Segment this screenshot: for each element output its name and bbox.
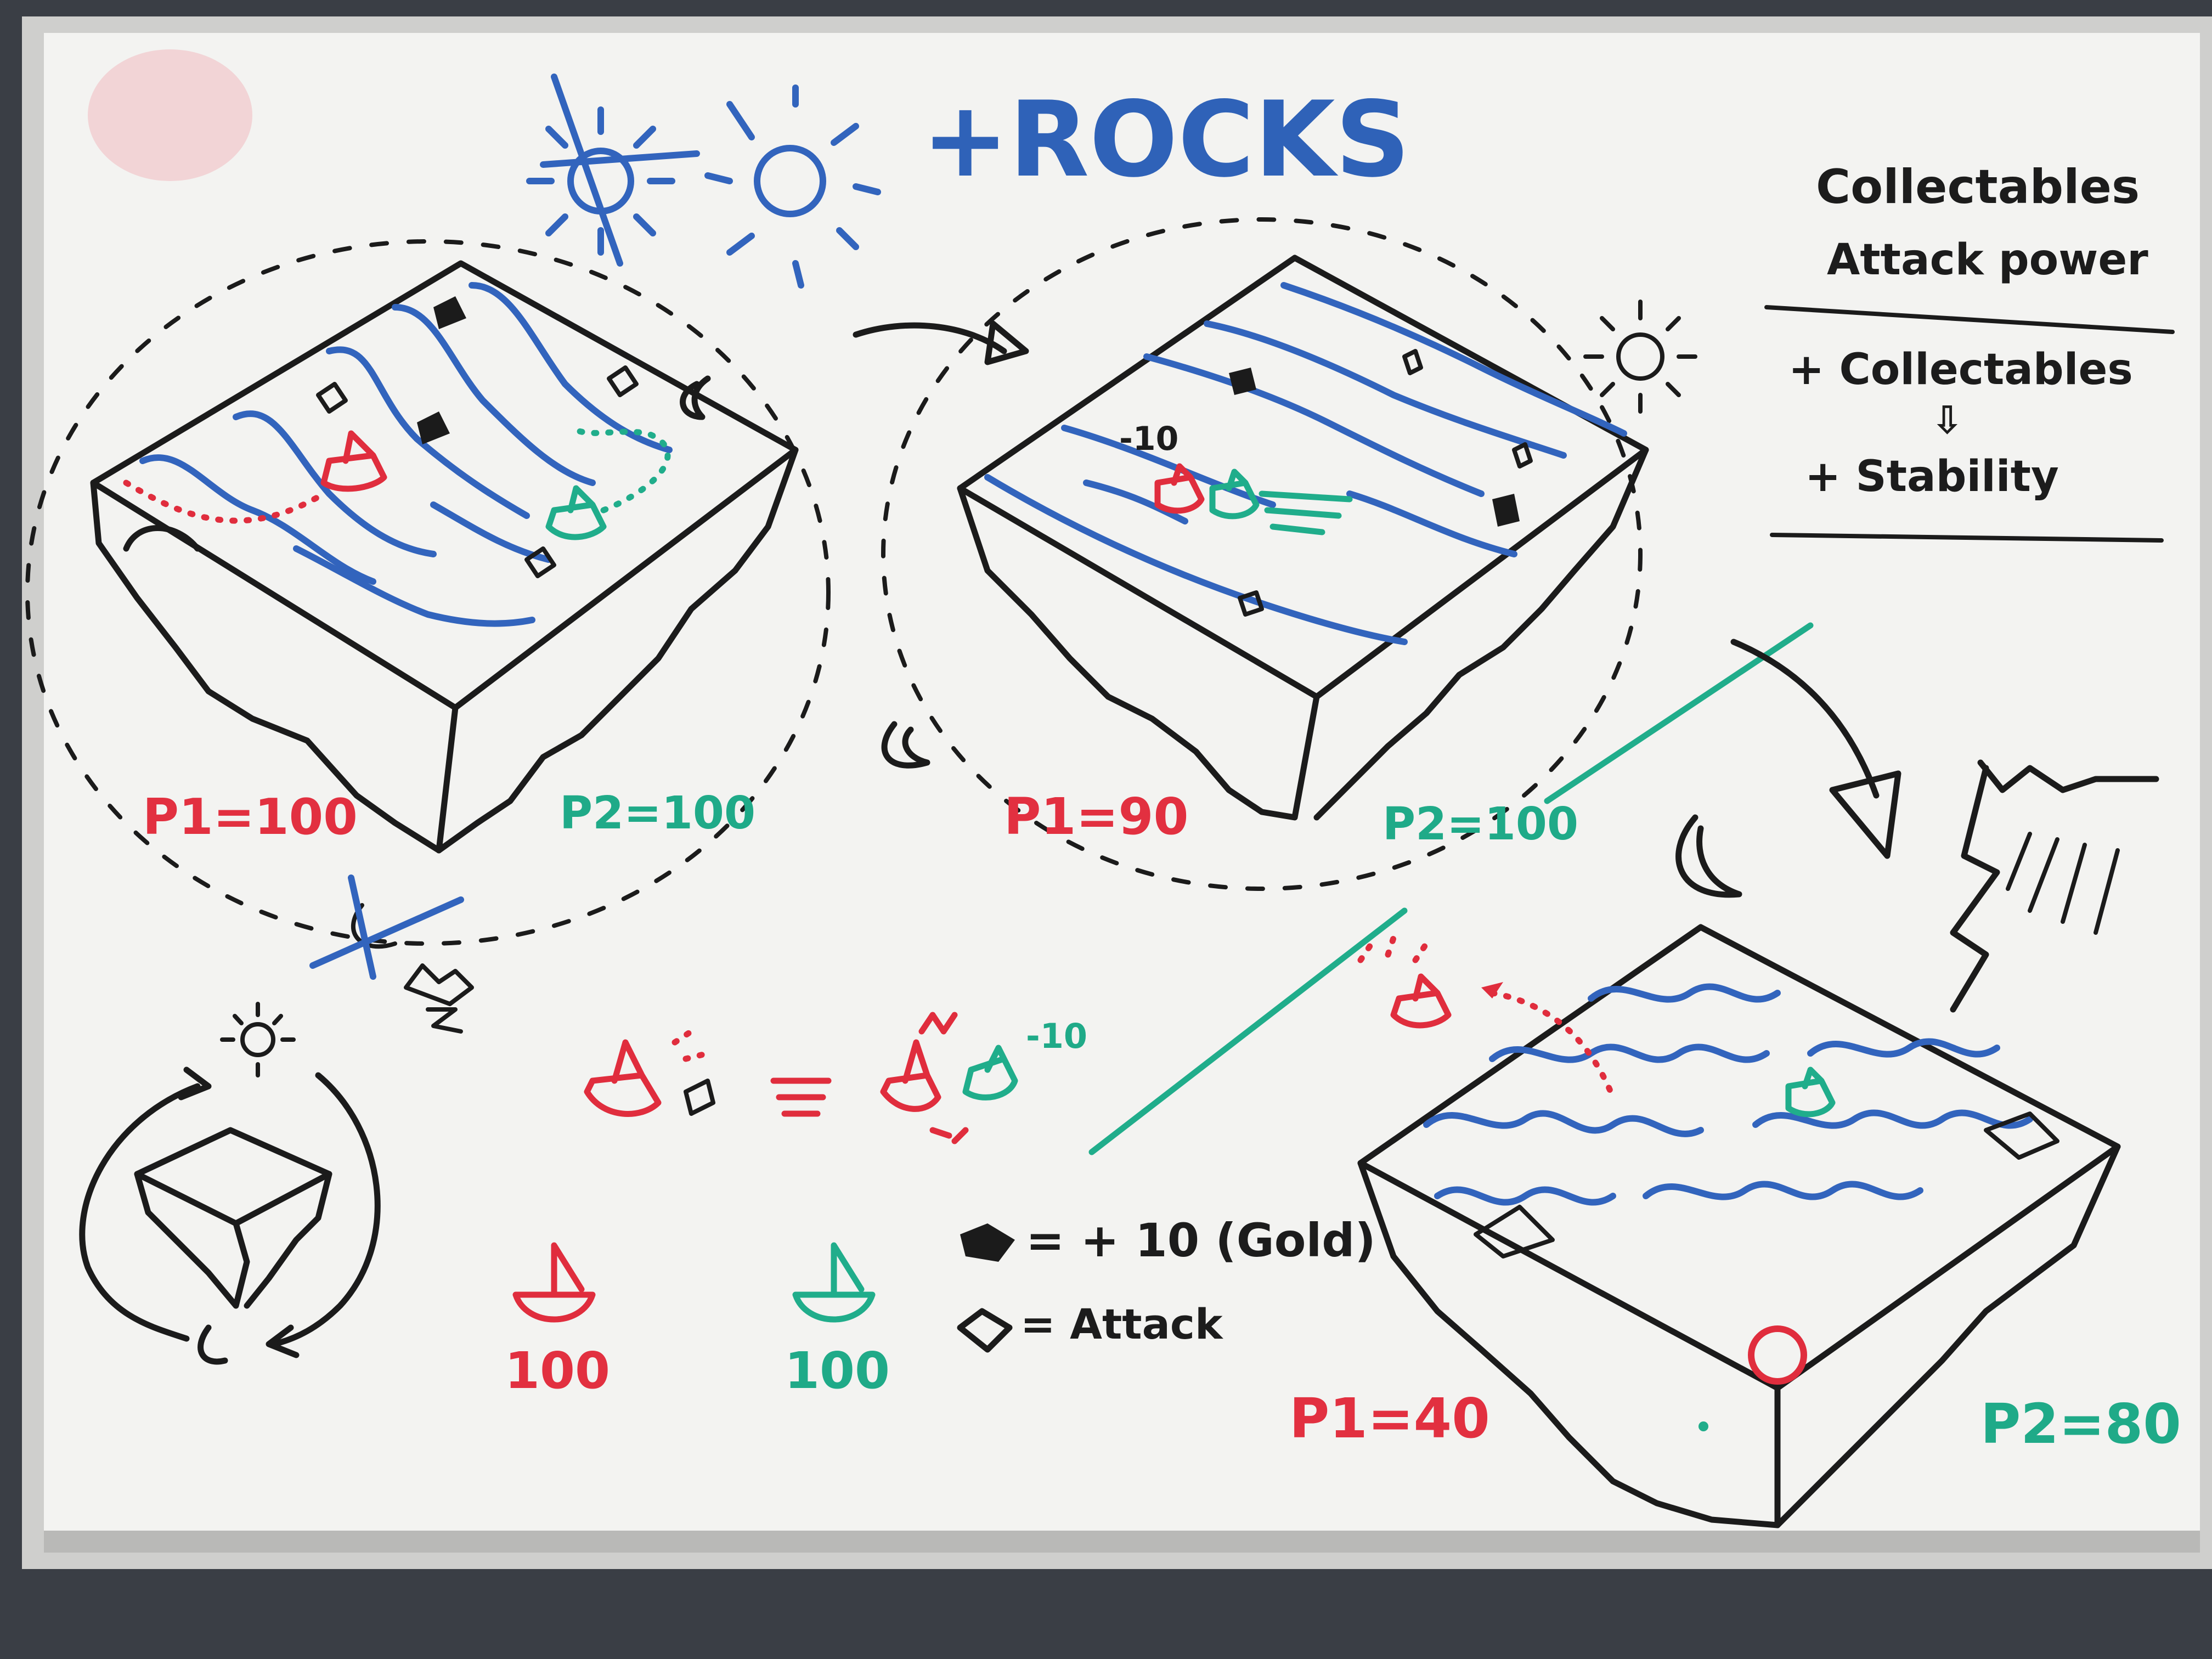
panel-line-attack-power: Attack power [1827,235,2148,285]
legend: = + 10 (Gold) = Attack [957,1214,1376,1353]
moon-scene2-icon [881,721,930,769]
red-green-boat-clash [770,1012,1018,1144]
board-surface [44,33,2200,1531]
scene3-p1-score: P1=40 [1289,1386,1490,1451]
scene3-p2-score: P2=80 [1980,1392,2181,1456]
water-waves-3 [1423,983,2033,1206]
green-dot [1699,1421,1708,1431]
divider-line-bottom [1088,907,1408,1155]
scene1-p2-score: P2=100 [560,787,755,839]
scene-1: P1=100 P2=100 [25,239,831,980]
red-boat-rock-collision [584,1028,715,1117]
rock-icons-2 [1229,349,1533,617]
collectables-panel: Collectables Attack power + Collectables… [1764,160,2175,543]
island-2 [957,255,1649,821]
scene2-p2-score: P2=100 [1383,798,1578,850]
green-boat-3 [1785,1066,1836,1118]
red-boat-legend: 100 [505,1242,610,1400]
scene-2: -10 P1=90 P2=100 [881,217,1697,891]
moon-corner-icon [680,375,711,420]
panel-down-arrow: ⇩ [1931,398,1963,443]
gold-rock-icon [960,1223,1015,1262]
scene2-damage-label: -10 [1119,420,1178,458]
green-boat-1 [545,425,671,540]
island-1 [90,260,799,854]
legend-gold: = + 10 (Gold) [1026,1214,1376,1267]
moon-scene3-icon [1675,814,1742,898]
marker-tray [44,1531,2200,1553]
scene1-p1-score: P1=100 [143,788,358,846]
water-waves-1 [139,282,673,627]
scene-3: P1=40 P2=80 [1289,924,2181,1528]
day-cycle-diagram [79,1002,381,1365]
moon-cycle-icon [198,1324,228,1365]
sun-small-icon [1583,300,1697,414]
red-boat-score: 100 [505,1341,610,1400]
scene2-p1-score: P1=90 [1004,787,1189,846]
green-boat-legend: 100 [785,1242,890,1400]
green-boat-score: 100 [785,1341,890,1400]
crossed-moon-icon [309,874,464,980]
red-boat-2 [1154,463,1205,514]
storm-icon [1950,759,2159,1013]
divider-line-top [1544,622,1814,804]
red-boat-3 [1357,935,1616,1101]
day-night-orbit [25,239,831,946]
green-boat-2 [1209,469,1353,535]
hit-damage-label: -10 [1026,1016,1087,1056]
highlight-circle [1748,1325,1807,1385]
mystery-creature-icon [404,963,474,1034]
eraser-smudge [88,49,252,181]
sun-icon [704,84,881,289]
panel-line-plus-collectables: + Collectables [1788,345,2133,394]
crossed-sun-icon [526,74,700,267]
island-3 [1357,924,2121,1528]
legend-attack: = Attack [1020,1300,1223,1348]
rock-icons-3 [1474,1111,2059,1259]
moon-island-1-icon [123,525,201,552]
panel-line-plus-stability: + Stability [1805,452,2059,501]
rock-icons-1 [316,296,639,578]
panel-line-collectables: Collectables [1816,160,2140,215]
red-boat-1 [123,430,387,524]
water-waves-2 [984,282,1627,645]
attack-rock-icon [957,1308,1013,1353]
rocks-headline: +ROCKS [922,79,1410,200]
transition-arrow-1 [853,320,1029,365]
transition-arrow-2 [1730,639,1901,859]
day-night-orbit-2 [881,217,1643,891]
